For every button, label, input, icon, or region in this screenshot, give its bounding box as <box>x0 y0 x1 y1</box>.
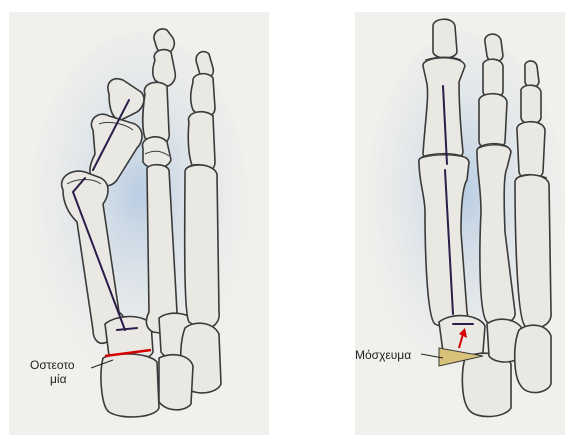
third-toe-proximal-phalanx <box>517 122 545 180</box>
third-metatarsal <box>515 175 551 329</box>
right-foot-skeleton-drawing <box>355 12 565 435</box>
third-toe-proximal-phalanx <box>188 112 215 173</box>
lateral-cuneiform <box>515 325 551 392</box>
second-toe-middle-phalanx <box>153 50 176 87</box>
third-toe-distal-phalanx <box>525 61 539 88</box>
second-toe-middle-phalanx <box>483 59 503 98</box>
graft-label: Μόσχευμα <box>355 349 411 362</box>
third-toe-middle-phalanx <box>521 85 541 124</box>
cuboid-bone <box>159 355 193 410</box>
second-toe-distal-phalanx <box>485 34 503 62</box>
second-toe-proximal-phalanx <box>143 82 170 145</box>
osteotomy-label-line1: Οστεοτο <box>30 359 75 372</box>
third-toe-middle-phalanx <box>191 74 215 118</box>
second-toe-proximal-phalanx <box>479 94 507 150</box>
third-metatarsal <box>185 165 220 329</box>
navicular-bone <box>101 354 159 417</box>
right-panel-graft-illustration <box>355 12 565 435</box>
osteotomy-label-line2: μία <box>50 373 67 386</box>
hallux-distal-phalanx <box>433 19 457 58</box>
